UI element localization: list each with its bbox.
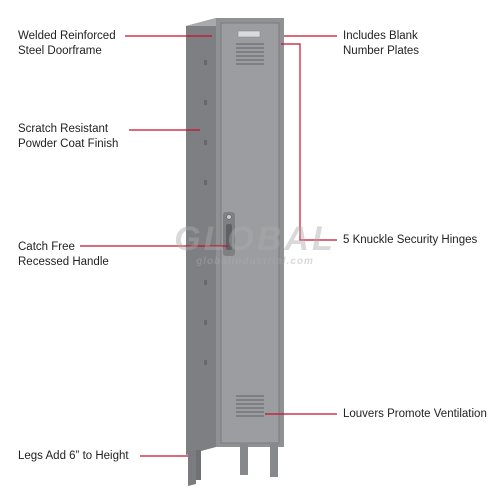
locker-legs (188, 443, 278, 486)
callout-text: Number Plates (343, 45, 420, 57)
watermark: GLOBAL globalindustrial.com (160, 222, 350, 267)
locker-side-panel (186, 18, 216, 455)
callout-text: Legs Add 6” to Height (18, 450, 129, 462)
callout-text: 5 Knuckle Security Hinges (343, 234, 478, 246)
callout-text: Steel Doorframe (18, 45, 102, 57)
number-plate (237, 30, 261, 38)
callout-number-plates: Includes Blank Number Plates (343, 29, 419, 59)
callout-legs: Legs Add 6” to Height (18, 449, 129, 464)
recessed-handle (223, 212, 235, 256)
callout-text: Scratch Resistant (18, 123, 109, 135)
callout-welded-doorframe: Welded Reinforced Steel Doorframe (18, 29, 116, 59)
leader-line (281, 43, 337, 241)
callout-text: Louvers Promote Ventilation (343, 408, 487, 420)
callout-hinges: 5 Knuckle Security Hinges (343, 233, 477, 248)
callout-text: Welded Reinforced (18, 30, 116, 42)
callout-recessed-handle: Catch Free Recessed Handle (18, 240, 109, 270)
callout-text: Recessed Handle (18, 256, 109, 268)
lower-louvers (236, 395, 264, 417)
leader-lines (80, 35, 337, 457)
callout-powder-coat: Scratch Resistant Powder Coat Finish (18, 122, 118, 152)
callout-louvers: Louvers Promote Ventilation (343, 407, 487, 422)
watermark-main: GLOBAL (174, 220, 336, 258)
upper-louvers (236, 43, 264, 65)
side-panel-holes (204, 60, 207, 365)
callout-text: Catch Free (18, 241, 75, 253)
watermark-sub: globalindustrial.com (196, 256, 314, 267)
callout-text: Powder Coat Finish (18, 138, 119, 150)
callout-text: Includes Blank (343, 30, 418, 42)
